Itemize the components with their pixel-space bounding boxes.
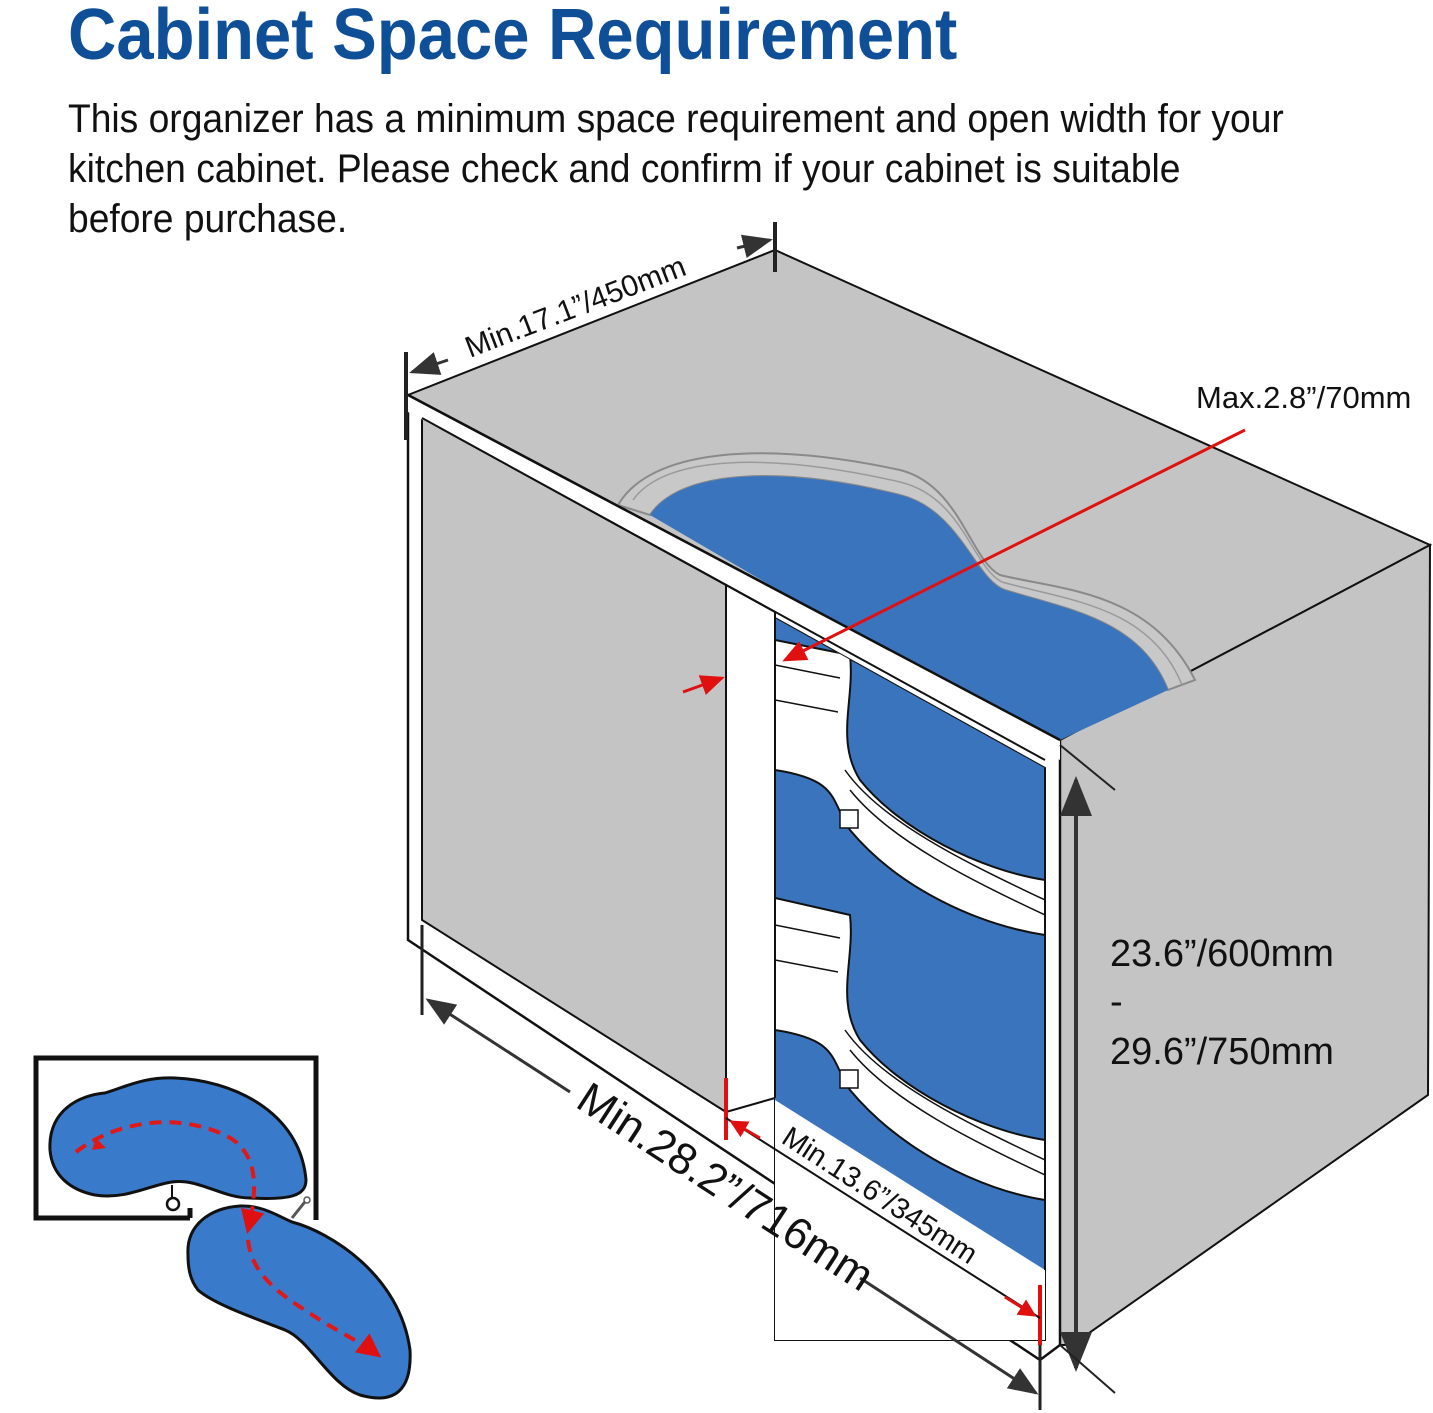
tray-back-icon [48, 1076, 308, 1200]
height-dimension: 23.6”/600mm - 29.6”/750mm [1059, 744, 1334, 1394]
description-line-2: kitchen cabinet. Please check and confir… [68, 147, 1181, 191]
frame-thickness-dimension: Max.2.8”/70mm [682, 380, 1411, 695]
page-title: Cabinet Space Requirement [68, 0, 958, 75]
description-line-3: before purchase. [68, 197, 348, 241]
motion-path-arrow [74, 1120, 265, 1234]
description-line-1: This organizer has a minimum space requi… [68, 97, 1284, 141]
frame-thickness-label: Max.2.8”/70mm [1196, 380, 1411, 415]
organizer-top-view [616, 452, 1197, 740]
pullout-inset-diagram [33, 1055, 412, 1400]
tray-front-icon [186, 1204, 412, 1400]
description: This organizer has a minimum space requi… [68, 94, 1351, 244]
height-separator: - [1110, 981, 1123, 1023]
height-max-label: 29.6”/750mm [1110, 1031, 1334, 1073]
height-min-label: 23.6”/600mm [1110, 933, 1334, 975]
organizer-trays [775, 618, 1045, 1340]
